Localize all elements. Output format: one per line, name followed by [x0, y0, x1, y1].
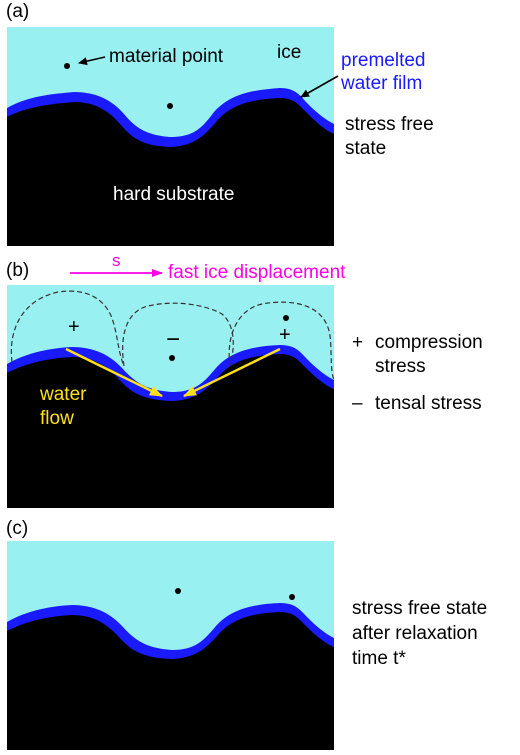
material-point-dot [289, 594, 295, 600]
film-label-line2: water film [340, 73, 422, 94]
stress-free-line1: stress free [345, 114, 434, 135]
water-flow-label-line2: flow [40, 408, 74, 429]
material-point-dot [283, 315, 289, 321]
material-point-dot [169, 355, 175, 361]
stress-contour [228, 301, 335, 381]
stress-free-line2: state [345, 138, 386, 159]
legend-compression-line1: compression [375, 332, 483, 353]
water-flow-arrow-left [65, 347, 163, 398]
relaxed-state-line2: after relaxation [352, 623, 478, 644]
substrate-label: hard substrate [113, 184, 234, 205]
stress-contour [10, 290, 125, 367]
material-point-label: material point [109, 46, 224, 67]
material-point-arrow [78, 56, 106, 66]
panel-c: (c) stress free state after relaxation t… [6, 518, 487, 750]
hard-substrate [7, 98, 334, 246]
panel-a-label: (a) [6, 1, 29, 22]
panel-b: (b) s fast ice displacement + − + water … [6, 251, 483, 508]
displacement-s-label: s [112, 251, 121, 270]
material-point-dot [167, 103, 173, 109]
panel-a: (a) material point ice premelted water f… [6, 1, 434, 246]
hard-substrate [7, 612, 334, 750]
material-point-dot [64, 63, 70, 69]
water-flow-label-line1: water [39, 384, 87, 405]
compression-sign: + [279, 324, 291, 346]
hard-substrate [7, 354, 334, 508]
tension-sign: − [166, 326, 180, 353]
ice-label: ice [277, 42, 301, 63]
compression-sign: + [68, 316, 80, 338]
legend-tensal-stress: tensal stress [375, 393, 482, 414]
legend-compression-line2: stress [375, 356, 426, 377]
material-point-dot [175, 588, 181, 594]
fast-displacement-label: fast ice displacement [168, 262, 346, 283]
panel-c-label: (c) [6, 518, 28, 539]
legend-plus-symbol: + [352, 332, 363, 353]
film-label-line1: premelted [341, 50, 426, 71]
panel-b-label: (b) [6, 260, 29, 281]
legend-minus-symbol: – [352, 393, 363, 414]
water-flow-arrow-right [183, 347, 281, 398]
relaxed-state-line3: time t* [352, 648, 406, 669]
film-arrow [300, 75, 339, 98]
relaxed-state-line1: stress free state [352, 598, 487, 619]
